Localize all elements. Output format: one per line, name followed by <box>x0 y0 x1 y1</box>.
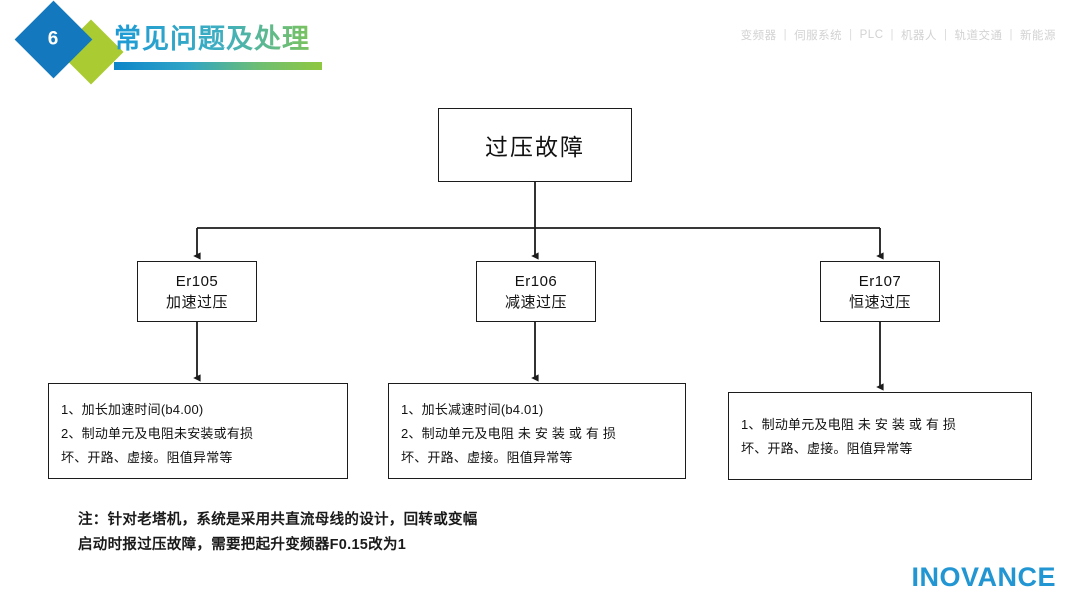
detail-line: 1、加长加速时间(b4.00) <box>61 402 204 417</box>
nav-separator: | <box>890 29 894 41</box>
nav-item-5[interactable]: 新能源 <box>1020 30 1056 42</box>
flow-node-er105: Er105 加速过压 <box>137 261 257 322</box>
flow-node-er107: Er107 恒速过压 <box>820 261 940 322</box>
flow-node-er106: Er106 减速过压 <box>476 261 596 322</box>
note-block: 注：针对老塔机，系统是采用共直流母线的设计，回转或变幅 启动时报过压故障，需要把… <box>78 508 478 558</box>
flow-node-er107-name: 恒速过压 <box>848 293 911 311</box>
title-underline-bar <box>114 62 322 70</box>
nav-item-3[interactable]: 机器人 <box>901 30 937 42</box>
flow-node-er105-code: Er105 <box>175 272 219 290</box>
flow-node-root-label: 过压故障 <box>485 134 585 160</box>
page-title: 常见问题及处理 <box>114 22 374 56</box>
badge-number-text: 6 <box>48 28 59 50</box>
flow-detail-er107: 1、制动单元及电阻 未 安 装 或 有 损 坏、开路、虚接。阻值异常等 <box>728 392 1032 480</box>
detail-line: 坏、开路、虚接。阻值异常等 <box>401 450 573 465</box>
note-line-1: 注：针对老塔机，系统是采用共直流母线的设计，回转或变幅 <box>78 512 478 528</box>
note-line-2: 启动时报过压故障，需要把起升变频器F0.15改为1 <box>78 537 407 553</box>
nav-item-0[interactable]: 变频器 <box>740 30 777 42</box>
flow-node-root: 过压故障 <box>438 108 632 182</box>
nav-item-4[interactable]: 轨道交通 <box>954 30 1003 42</box>
detail-line: 坏、开路、虚接。阻值异常等 <box>61 450 233 465</box>
inovance-logo: INOVANCE <box>911 562 1056 592</box>
nav-separator: | <box>783 29 788 41</box>
nav-separator: | <box>944 29 948 41</box>
detail-line: 2、制动单元及电阻 未 安 装 或 有 损 <box>401 426 617 441</box>
header-nav: 变频器 | 伺服系统 | PLC | 机器人 | 轨道交通 | 新能源 <box>739 27 1058 43</box>
flow-node-er105-name: 加速过压 <box>165 293 228 311</box>
nav-separator: | <box>849 29 853 41</box>
flow-node-er106-code: Er106 <box>514 272 558 290</box>
title-block: 常见问题及处理 <box>114 22 374 70</box>
nav-item-2[interactable]: PLC <box>859 29 884 41</box>
flow-detail-er106: 1、加长减速时间(b4.01) 2、制动单元及电阻 未 安 装 或 有 损 坏、… <box>388 383 686 479</box>
flow-node-er106-name: 减速过压 <box>504 293 567 311</box>
detail-line: 1、加长减速时间(b4.01) <box>401 402 544 417</box>
nav-item-1[interactable]: 伺服系统 <box>794 30 843 42</box>
nav-separator: | <box>1009 29 1013 41</box>
flow-node-er107-code: Er107 <box>858 272 902 290</box>
flow-detail-er105: 1、加长加速时间(b4.00) 2、制动单元及电阻未安装或有损 坏、开路、虚接。… <box>48 383 348 479</box>
detail-line: 坏、开路、虚接。阻值异常等 <box>741 441 913 456</box>
detail-line: 2、制动单元及电阻未安装或有损 <box>61 426 254 441</box>
detail-line: 1、制动单元及电阻 未 安 装 或 有 损 <box>741 417 957 432</box>
